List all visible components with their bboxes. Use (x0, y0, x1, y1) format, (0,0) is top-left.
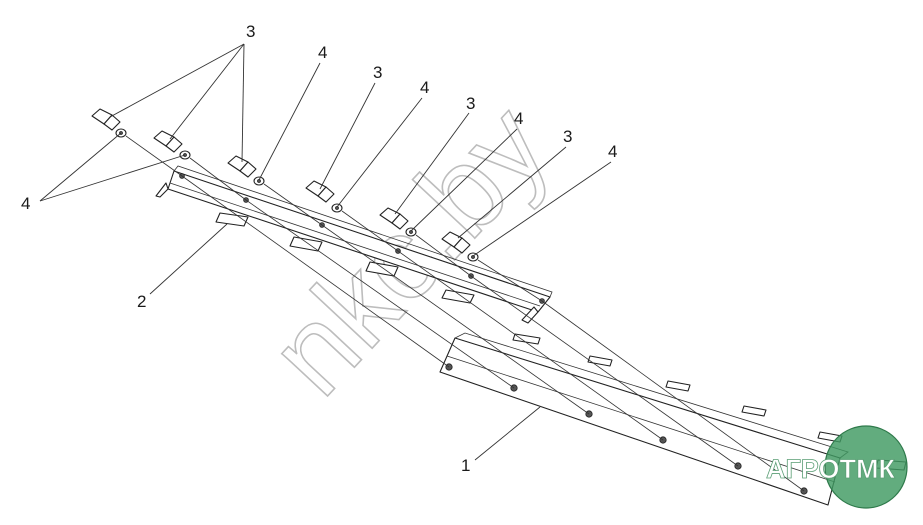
callout-3: 3 (246, 22, 255, 41)
callout-4: 4 (420, 78, 429, 97)
logo-circle (824, 425, 908, 509)
callout-labels: 3 4 3 4 3 4 3 4 4 2 1 (21, 22, 617, 475)
callout-4: 4 (318, 43, 327, 62)
callout-4: 4 (608, 142, 617, 161)
bolt-3 (227, 155, 265, 186)
bolt-2 (153, 130, 191, 160)
bolt-5 (379, 207, 417, 237)
logo-text: АГРОТМК (766, 454, 895, 484)
callout-3: 3 (563, 127, 572, 146)
callout-2: 2 (137, 292, 146, 311)
callout-4: 4 (21, 194, 30, 213)
assembly-lines (125, 135, 805, 492)
bolt-1 (91, 108, 127, 138)
callout-4: 4 (514, 109, 523, 128)
callout-3: 3 (373, 63, 382, 82)
bolt-6 (441, 231, 479, 262)
agrotmk-logo: АГРОТМК (766, 425, 908, 509)
leader-lines (39, 43, 612, 461)
bolts-and-washers (91, 108, 479, 262)
callout-3: 3 (466, 94, 475, 113)
bolt-4 (305, 180, 343, 213)
callout-1: 1 (461, 456, 470, 475)
